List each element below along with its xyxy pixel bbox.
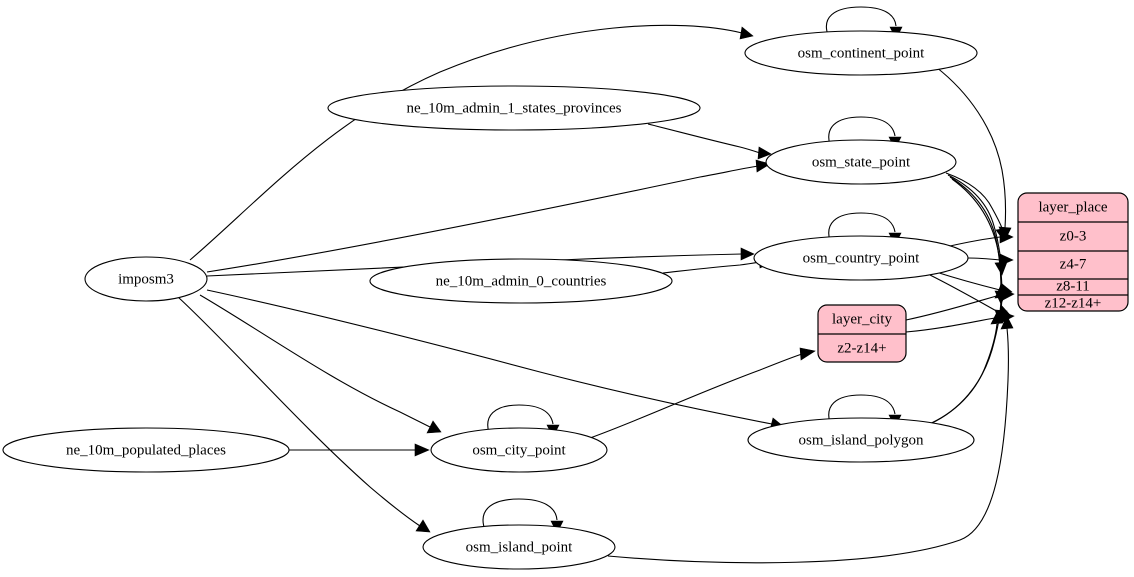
node-layer_city[interactable]: layer_city z2-z14+ (817, 304, 907, 363)
edge-imposm3-to-osm_island_point (177, 296, 431, 533)
edge-ne_states-to-osm_state_point (647, 123, 772, 160)
node-label-ne-countries: ne_10m_admin_0_countries (436, 273, 607, 289)
node-label-osm-continent-point: osm_continent_point (798, 45, 925, 61)
node-label-osm-state-point: osm_state_point (812, 154, 911, 170)
node-layer_place[interactable]: layer_place z0-3 z4-7 z8-11 z12-z14+ (1017, 192, 1129, 312)
node-ne_10m_populated_places[interactable]: ne_10m_populated_places (2, 427, 290, 473)
node-imposm3[interactable]: imposm3 (84, 256, 208, 302)
edge-ne_places-to-osm_city_point (289, 443, 430, 457)
node-label-osm-country-point: osm_country_point (803, 250, 920, 266)
edge-osm_country_point-to-layer_place-z0-3 (949, 230, 1014, 247)
layer_place-title: layer_place (1038, 199, 1107, 215)
node-label-imposm3: imposm3 (118, 271, 174, 287)
node-label-ne-places: ne_10m_populated_places (66, 442, 226, 458)
edge-osm_island_point-to-layer_place-z12-z14 (607, 315, 1014, 564)
edge-imposm3-to-osm_continent_point (189, 24, 754, 261)
edge-osm_island_polygon-to-layer_place-z8-11 (929, 284, 1008, 425)
layer_city-row-z2-z14[interactable]: z2-z14+ (837, 340, 886, 356)
node-osm_continent_point[interactable]: osm_continent_point (744, 30, 978, 76)
node-label-osm-island-polygon: osm_island_polygon (798, 432, 924, 448)
edges-layer (177, 6, 1015, 564)
edge-osm_city_point-to-layer_city (589, 347, 816, 439)
layer_place-row-z12-z14[interactable]: z12-z14+ (1045, 295, 1102, 311)
node-label-ne-states: ne_10m_admin_1_states_provinces (407, 100, 622, 116)
node-ne_10m_admin_0_countries[interactable]: ne_10m_admin_0_countries (369, 258, 673, 304)
layer_place-row-z4-7[interactable]: z4-7 (1060, 256, 1087, 272)
layer_place-row-z8-11[interactable]: z8-11 (1056, 278, 1090, 294)
node-label-osm-island-point: osm_island_point (466, 539, 574, 555)
edge-imposm3-to-osm_island_polygon (206, 289, 785, 431)
node-osm_island_point[interactable]: osm_island_point (422, 524, 616, 570)
node-label-osm-city-point: osm_city_point (472, 442, 566, 458)
layer_city-title: layer_city (832, 311, 892, 327)
edge-osm_country_point-to-layer_place-z4-7 (967, 253, 1014, 267)
node-osm_city_point[interactable]: osm_city_point (430, 427, 608, 473)
edge-osm_state_point-to-layer_place-z0-3 (945, 172, 1009, 242)
edge-osm_island_polygon-to-layer_place-z12-z14 (926, 311, 1004, 426)
edge-imposm3-to-osm_city_point (199, 294, 442, 434)
nodes-layer: imposm3 ne_10m_admin_1_states_provinces … (2, 30, 1129, 570)
node-osm_state_point[interactable]: osm_state_point (765, 139, 957, 185)
node-osm_country_point[interactable]: osm_country_point (753, 235, 969, 281)
node-ne_10m_admin_1_states_provinces[interactable]: ne_10m_admin_1_states_provinces (327, 85, 701, 131)
layer_place-row-z0-3[interactable]: z0-3 (1060, 228, 1087, 244)
node-osm_island_polygon[interactable]: osm_island_polygon (747, 417, 975, 463)
